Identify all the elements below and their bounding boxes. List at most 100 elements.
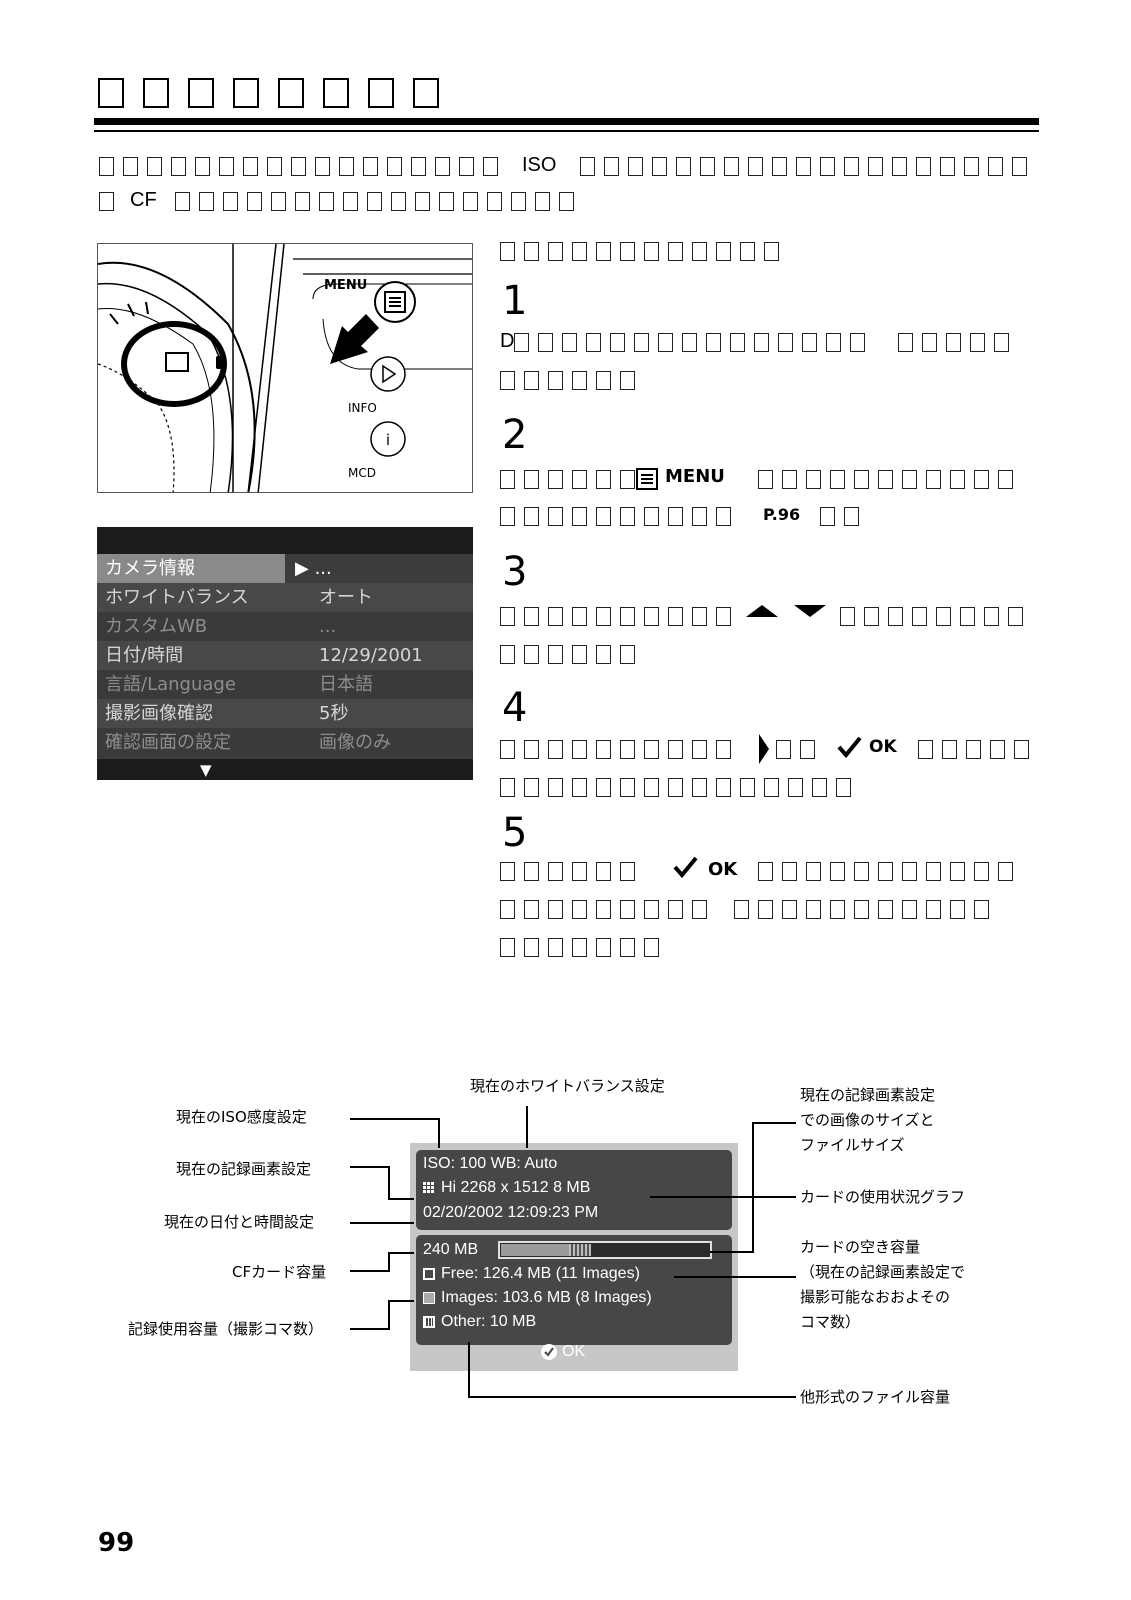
info-free: Free: 126.4 MB (11 Images) bbox=[441, 1265, 640, 1282]
glyph-placeholder bbox=[572, 938, 587, 957]
glyph-placeholder bbox=[315, 157, 330, 176]
glyph-placeholder bbox=[620, 507, 635, 526]
glyph-placeholder bbox=[668, 900, 683, 919]
glyph-placeholder bbox=[802, 333, 817, 352]
glyph-placeholder bbox=[692, 507, 707, 526]
glyph-placeholder bbox=[596, 740, 611, 759]
glyph-placeholder bbox=[586, 333, 601, 352]
glyph-placeholder bbox=[782, 862, 797, 881]
glyph-placeholder bbox=[772, 157, 787, 176]
glyph-placeholder bbox=[524, 740, 539, 759]
card-usage-graph bbox=[498, 1241, 712, 1259]
glyph-placeholder bbox=[946, 333, 961, 352]
callout-size-2: での画像のサイズと bbox=[800, 1111, 935, 1129]
glyph-placeholder bbox=[644, 607, 659, 626]
glyph-placeholder bbox=[878, 862, 893, 881]
glyph-placeholder bbox=[367, 192, 382, 211]
glyph-placeholder bbox=[734, 900, 749, 919]
menu-row-value: 画像のみ bbox=[319, 732, 391, 753]
glyph-placeholder bbox=[620, 470, 635, 489]
menu-row[interactable]: 確認画面の設定画像のみ bbox=[97, 728, 473, 757]
glyph-placeholder bbox=[524, 938, 539, 957]
glyph-placeholder bbox=[782, 900, 797, 919]
glyph-placeholder bbox=[668, 740, 683, 759]
glyph-placeholder bbox=[916, 157, 931, 176]
info-other: Other: 10 MB bbox=[441, 1313, 537, 1330]
menu-row[interactable]: ホワイトバランスオート bbox=[97, 583, 473, 612]
glyph-placeholder bbox=[628, 157, 643, 176]
step-2-page-ref: P.96 bbox=[763, 505, 801, 524]
glyph-placeholder bbox=[548, 470, 563, 489]
glyph-placeholder bbox=[826, 333, 841, 352]
glyph-placeholder bbox=[902, 470, 917, 489]
glyph-placeholder bbox=[830, 470, 845, 489]
glyph-placeholder bbox=[291, 157, 306, 176]
glyph-placeholder bbox=[990, 740, 1005, 759]
callout-size-3: ファイルサイズ bbox=[800, 1136, 905, 1154]
glyph-placeholder bbox=[524, 242, 539, 261]
glyph-placeholder bbox=[868, 157, 883, 176]
glyph-placeholder bbox=[644, 900, 659, 919]
glyph-placeholder bbox=[806, 900, 821, 919]
glyph-placeholder bbox=[692, 242, 707, 261]
callout-free-3: 撮影可能なおおよその bbox=[800, 1288, 951, 1306]
callout-datetime: 現在の日付と時間設定 bbox=[164, 1213, 315, 1231]
step-3-number: 3 bbox=[502, 549, 528, 595]
glyph-placeholder bbox=[998, 862, 1013, 881]
glyph-placeholder bbox=[483, 157, 498, 176]
glyph-placeholder bbox=[620, 607, 635, 626]
glyph-placeholder bbox=[754, 333, 769, 352]
glyph-placeholder bbox=[524, 507, 539, 526]
glyph-placeholder bbox=[363, 157, 378, 176]
glyph-placeholder bbox=[500, 371, 515, 390]
glyph-placeholder bbox=[844, 507, 859, 526]
glyph-placeholder bbox=[966, 740, 981, 759]
glyph-placeholder bbox=[830, 900, 845, 919]
glyph-placeholder bbox=[758, 900, 773, 919]
glyph-placeholder bbox=[147, 157, 162, 176]
info-screen: ISO: 100 WB: Auto Hi 2268 x 1512 8 MB 02… bbox=[410, 1143, 738, 1371]
glyph-placeholder bbox=[994, 333, 1009, 352]
glyph-placeholder bbox=[572, 900, 587, 919]
glyph-placeholder bbox=[692, 607, 707, 626]
glyph-placeholder bbox=[387, 157, 402, 176]
step-5-ok-label: OK bbox=[708, 859, 738, 880]
glyph-placeholder bbox=[748, 157, 763, 176]
glyph-placeholder bbox=[950, 470, 965, 489]
glyph-placeholder bbox=[940, 157, 955, 176]
glyph-placeholder bbox=[620, 778, 635, 797]
page-number: 99 bbox=[98, 1528, 135, 1558]
glyph-placeholder bbox=[854, 470, 869, 489]
up-arrow-icon bbox=[746, 605, 778, 617]
glyph-placeholder bbox=[878, 900, 893, 919]
glyph-placeholder bbox=[620, 740, 635, 759]
glyph-placeholder bbox=[500, 470, 515, 489]
step-4-ok-label: OK bbox=[869, 737, 897, 757]
menu-row[interactable]: カメラ情報▶ ... bbox=[97, 554, 473, 583]
glyph-placeholder bbox=[511, 192, 526, 211]
callout-quality: 現在の記録画素設定 bbox=[176, 1160, 312, 1178]
cf-text: CF bbox=[130, 189, 157, 211]
glyph-placeholder bbox=[984, 607, 999, 626]
glyph-placeholder bbox=[854, 900, 869, 919]
glyph-placeholder bbox=[692, 900, 707, 919]
glyph-placeholder bbox=[596, 938, 611, 957]
glyph-placeholder bbox=[778, 333, 793, 352]
glyph-placeholder bbox=[764, 778, 779, 797]
glyph-placeholder bbox=[219, 157, 234, 176]
glyph-placeholder bbox=[548, 740, 563, 759]
svg-text:i: i bbox=[386, 431, 390, 449]
menu-row[interactable]: カスタムWB... bbox=[97, 612, 473, 641]
glyph-placeholder bbox=[902, 900, 917, 919]
free-legend-icon bbox=[423, 1268, 435, 1280]
glyph-placeholder bbox=[391, 192, 406, 211]
glyph-placeholder bbox=[559, 192, 574, 211]
glyph-placeholder bbox=[898, 333, 913, 352]
glyph-placeholder bbox=[716, 607, 731, 626]
glyph-placeholder bbox=[572, 242, 587, 261]
glyph-placeholder bbox=[548, 242, 563, 261]
glyph-placeholder bbox=[758, 470, 773, 489]
